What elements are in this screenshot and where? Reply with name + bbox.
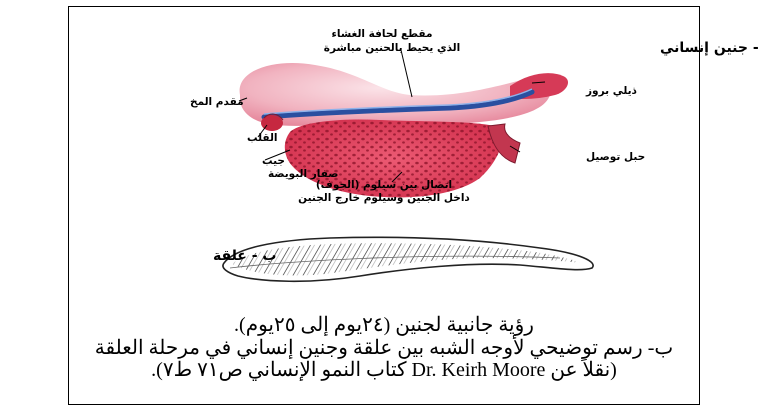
title-a: أ- جنين إنساني xyxy=(660,38,759,56)
title-b: ب - علقة xyxy=(213,248,276,264)
figure-caption: رؤية جانبية لجنين (٢٤يوم إلى ٢٥يوم). ب- … xyxy=(68,314,700,382)
label-yolk-sac-1: جيب xyxy=(262,155,285,167)
caption-line-1: رؤية جانبية لجنين (٢٤يوم إلى ٢٥يوم). xyxy=(68,314,700,337)
label-membrane-section-1: مقطع لحافة الغشاء xyxy=(332,28,433,40)
label-heart: القلب xyxy=(247,132,278,144)
embryo-leech-figure: أ- جنين إنساني مقطع لحافة الغشاء الذي يح… xyxy=(0,0,759,314)
label-membrane-section-2: الذي يحيط بالحنين مباشرة xyxy=(324,42,460,54)
caption-line-2: ب- رسم توضيحي لأوجه الشبه بين علقة وجنين… xyxy=(68,337,700,360)
label-connecting-stalk: حبل توصيل xyxy=(586,151,645,163)
caption-line-3: (نقلاً عن Dr. Keirh Moore كتاب النمو الإ… xyxy=(68,359,700,382)
label-coelom-1: اتصال بين سيلوم (الجوف) xyxy=(316,179,452,191)
label-forebrain: مقدم المخ xyxy=(190,96,244,108)
label-tail-bud: ذيلي بروز xyxy=(585,85,638,97)
label-coelom-2: داخل الجنين وسيلوم خارج الجنين xyxy=(298,192,470,204)
